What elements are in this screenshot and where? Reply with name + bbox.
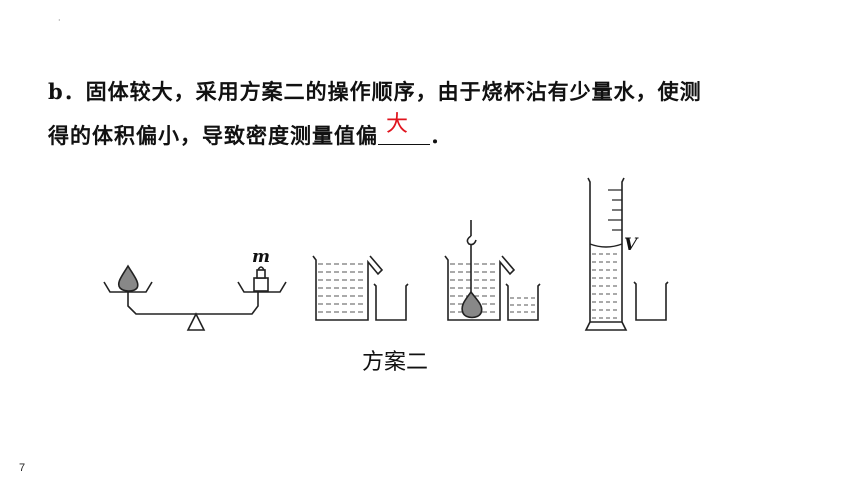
collecting-beaker: [505, 283, 541, 321]
balance-fulcrum: [186, 312, 206, 331]
answer-blank: 大: [378, 112, 430, 145]
empty-beaker-2: [633, 281, 669, 321]
answer-text: 大: [386, 112, 410, 137]
right-pan: [237, 281, 287, 293]
empty-beaker-1: [373, 283, 409, 321]
overflow-beaker-1: [312, 255, 384, 321]
figure-caption: 方案二: [362, 350, 429, 375]
question-line-2-text: 得的体积偏小，导致密度测量值偏: [48, 123, 378, 148]
hook-icon: [466, 220, 477, 292]
question-line-2: 得的体积偏小，导致密度测量值偏大 ．: [48, 112, 452, 150]
overflow-beaker-2: [444, 220, 516, 321]
submerged-object: [461, 290, 483, 319]
cylinder-water: [592, 253, 620, 319]
balance-beam: [127, 292, 259, 315]
question-line-1: b．固体较大，采用方案二的操作顺序，由于烧杯沾有少量水，使测: [48, 79, 702, 104]
weight-icon: [253, 266, 269, 292]
water-fill-1: [318, 263, 366, 313]
mass-label: m: [252, 247, 270, 267]
page-number: 7: [19, 462, 26, 474]
solid-object: [117, 264, 139, 292]
volume-label: V: [624, 235, 639, 255]
balance-scale: [103, 264, 287, 331]
top-mark: ·: [58, 16, 61, 25]
graduated-cylinder: [584, 177, 628, 331]
question-line-2-end: ．: [430, 123, 452, 148]
